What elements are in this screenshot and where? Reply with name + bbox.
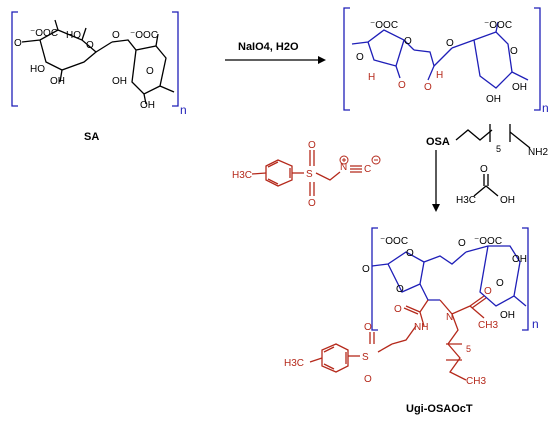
osa-oh-bottom: OH [486, 94, 501, 105]
tosmic-plus-charge [339, 155, 349, 165]
osa-structure [343, 7, 541, 111]
arrow-ugi [432, 150, 440, 212]
ugi-ch3-octyl: CH3 [466, 376, 486, 387]
ugi-o-s-bottom: O [364, 374, 372, 385]
osa-coo-left: ⁻OOC [370, 20, 398, 31]
ugi-o-left: O [362, 264, 370, 275]
ugi-product [309, 227, 529, 381]
osa-h-left: H [368, 72, 375, 83]
tosmic-o-bottom: O [308, 198, 316, 209]
ugi-label: Ugi-OSAOcT [406, 403, 473, 415]
sa-coo-left: ⁻OOC [30, 28, 58, 39]
ugi-nh: NH [414, 322, 428, 333]
acetic-acid [473, 174, 499, 197]
ugi-coo-left: ⁻OOC [380, 236, 408, 247]
sa-ring-right [111, 39, 167, 95]
ugi-o-link: O [458, 238, 466, 249]
ugi-bracket-right [522, 227, 529, 331]
tosmic-h3c: H3C [232, 170, 252, 181]
osa-repeat-n: n [542, 101, 549, 115]
ugi-oh-bottom: OH [500, 310, 515, 321]
octylamine-nh2: NH2 [528, 147, 548, 158]
ugi-octyl-repeat: 5 [466, 344, 471, 354]
ugi-o-ring: O [406, 248, 414, 259]
sa-o-ring: O [86, 40, 94, 51]
ugi-o-bottom-left: O [396, 284, 404, 295]
osa-o-ring-right: O [510, 46, 518, 57]
sa-oh-right: OH [112, 76, 127, 87]
reagent-naio4: NaIO4, H2O [238, 41, 299, 53]
ugi-ch3-acetyl: CH3 [478, 320, 498, 331]
ugi-oh-right: OH [512, 254, 527, 265]
sa-coo-right: ⁻OOC [130, 30, 158, 41]
sa-structure [11, 11, 179, 107]
sa-o-link: O [112, 30, 120, 41]
osa-coo-right: ⁻OOC [484, 20, 512, 31]
tosmic-o-top: O [308, 140, 316, 151]
sa-bracket-right [172, 11, 179, 107]
tosmic-c: C [364, 164, 371, 175]
tosmic-n: N [340, 162, 347, 173]
arrow-oxidation [225, 56, 326, 64]
octylamine-repeat: 5 [496, 144, 501, 154]
acetic-o: O [480, 164, 488, 175]
ugi-bracket-left [371, 227, 378, 331]
ugi-o-acetyl: O [484, 286, 492, 297]
ugi-o-amide: O [394, 304, 402, 315]
osa-o-ald-right: O [424, 82, 432, 93]
sa-oh-bottom-right: OH [140, 100, 155, 111]
ugi-h3c-tolyl: H3C [284, 358, 304, 369]
sa-ho-bottom: HO [30, 64, 45, 75]
osa-bracket-right [534, 7, 541, 111]
osa-o-left: O [356, 52, 364, 63]
ugi-o-ring-right: O [496, 278, 504, 289]
ugi-s: S [362, 352, 369, 363]
tosmic-s: S [306, 169, 313, 180]
osa-o-ald-left: O [398, 80, 406, 91]
sa-label: SA [84, 131, 99, 143]
osa-o-link: O [446, 38, 454, 49]
ugi-coo-right: ⁻OOC [474, 236, 502, 247]
sa-o-ring-right: O [146, 66, 154, 77]
osa-bracket-left [343, 7, 350, 111]
osa-h-right: H [436, 70, 443, 81]
acetic-h3c: H3C [456, 195, 476, 206]
sa-ho-top: HO [66, 30, 81, 41]
ugi-n: N [446, 312, 453, 323]
tosmic-minus-charge [371, 155, 381, 165]
ugi-repeat-n: n [532, 317, 539, 331]
octylamine [455, 124, 531, 149]
sa-repeat-n: n [180, 103, 187, 117]
ugi-o-s-top: O [364, 322, 372, 333]
sa-oh-bottom: OH [50, 76, 65, 87]
acetic-oh: OH [500, 195, 515, 206]
sa-bracket-left [11, 11, 18, 107]
osa-oh-right: OH [512, 82, 527, 93]
osa-o-ring: O [404, 36, 412, 47]
osa-label: OSA [426, 136, 450, 148]
sa-o-left: O [14, 38, 22, 49]
tosmic [251, 150, 341, 196]
